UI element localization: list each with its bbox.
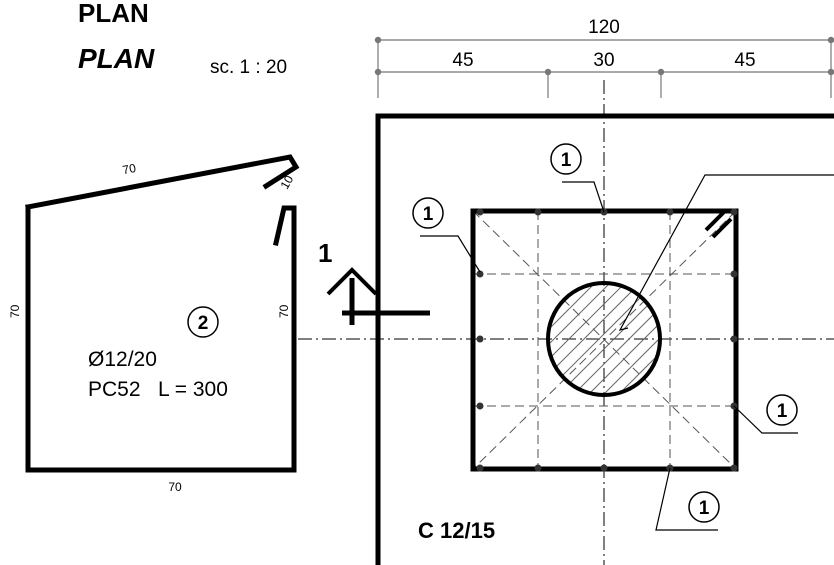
column-leader <box>618 174 834 331</box>
bar-left-length: 70 <box>8 304 22 318</box>
rebar-callout-bottom: 1 <box>655 467 720 531</box>
bar-hook-length: 10 <box>277 173 296 192</box>
rebar-callout-top: 1 <box>550 143 605 213</box>
rebar-grid <box>472 210 737 470</box>
rebar-hook-marks <box>704 210 733 239</box>
section-marker-label: 1 <box>318 238 332 268</box>
rebar-callout-right: 1 <box>733 394 798 434</box>
footing-outline <box>375 113 834 565</box>
dimension-lines <box>374 36 834 98</box>
scale-label: sc. 1 : 20 <box>210 57 287 78</box>
title-upper: PLAN <box>78 0 149 28</box>
section-marker <box>326 267 430 325</box>
svg-text:1: 1 <box>423 204 434 225</box>
bar-right-length: 70 <box>277 304 291 318</box>
bar-diameter-spacing: Ø12/20 <box>88 348 157 371</box>
column-hatch <box>548 283 660 395</box>
concrete-class-label: C 12/15 <box>418 518 495 543</box>
svg-text:1: 1 <box>561 150 572 171</box>
bar-bottom-length: 70 <box>168 480 182 494</box>
column-circle <box>546 281 662 397</box>
dim-total: 120 <box>588 17 620 38</box>
bar-shape <box>25 154 300 473</box>
bar-mark-circle <box>187 306 219 338</box>
bar-top-length: 70 <box>121 161 137 177</box>
title-italic: PLAN <box>78 43 155 74</box>
dim-middle: 30 <box>593 50 614 71</box>
rebar-callout-left: 1 <box>412 197 481 273</box>
bar-mark-label: 2 <box>198 313 209 334</box>
dim-left: 45 <box>452 50 473 71</box>
svg-text:1: 1 <box>699 498 710 519</box>
svg-text:1: 1 <box>777 401 788 422</box>
bar-spec: PC52 L = 300 <box>88 378 228 401</box>
dim-right: 45 <box>734 50 755 71</box>
